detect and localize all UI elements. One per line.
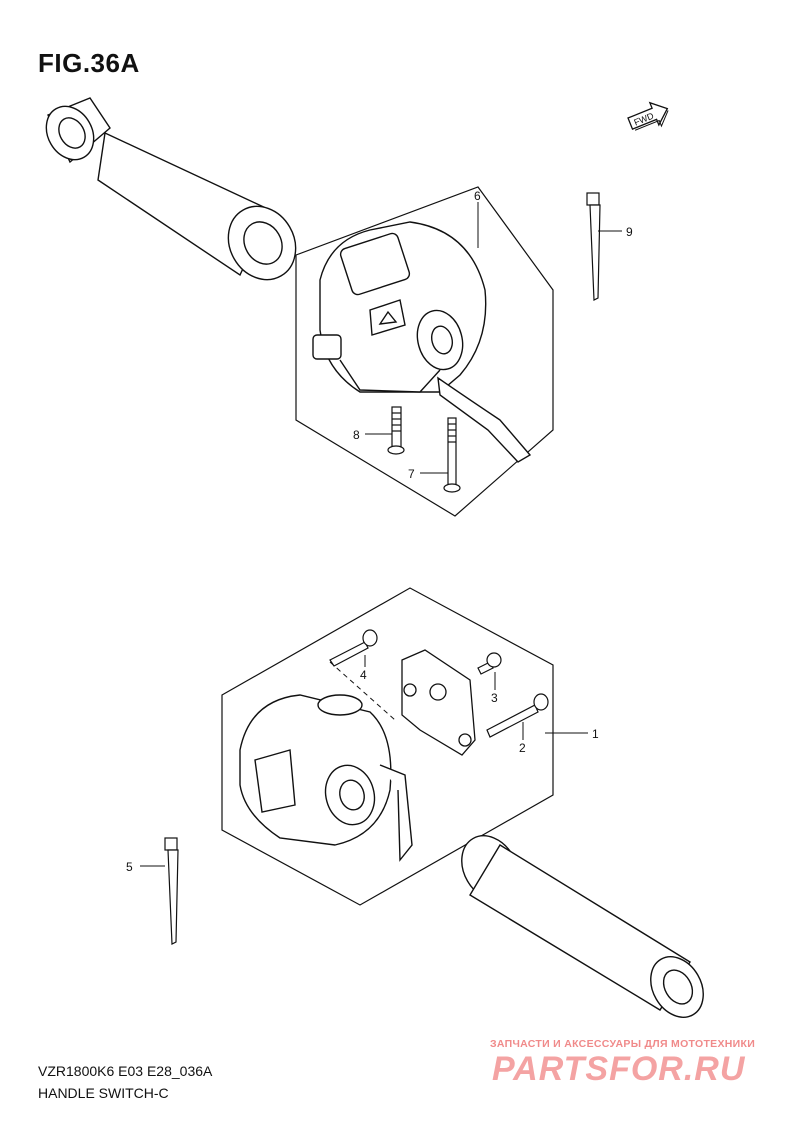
cable-tie-5 (164, 837, 179, 945)
callout-9: 9 (626, 225, 633, 239)
leader-lines (140, 202, 622, 867)
screw-3 (477, 652, 502, 675)
section-title: HANDLE SWITCH-C (38, 1085, 169, 1101)
screw-2 (486, 693, 549, 738)
cable-tie-9 (586, 192, 601, 301)
right-grip (461, 835, 704, 1018)
callout-7: 7 (408, 467, 415, 481)
clamp-bracket (401, 649, 476, 756)
screw-8 (387, 406, 405, 455)
screw-7 (443, 417, 461, 493)
watermark-brand: PARTSFOR.RU (492, 1050, 746, 1088)
upper-assembly-frame (295, 186, 554, 517)
callout-4: 4 (360, 668, 367, 682)
left-grip (45, 97, 297, 281)
model-code: VZR1800K6 E03 E28_036A (38, 1063, 213, 1079)
upper-switch-housing (312, 221, 532, 463)
callout-6: 6 (474, 189, 481, 203)
watermark-tagline: ЗАПЧАСТИ И АКСЕССУАРЫ ДЛЯ МОТОТЕХНИКИ (490, 1038, 756, 1050)
callout-8: 8 (353, 428, 360, 442)
screw-4 (329, 629, 378, 667)
callout-1: 1 (592, 727, 599, 741)
lower-switch-housing (239, 694, 413, 862)
callout-3: 3 (491, 691, 498, 705)
figure-title: FIG.36A (38, 48, 140, 78)
callout-2: 2 (519, 741, 526, 755)
lower-assembly-frame (221, 587, 554, 906)
fwd-arrow-icon: FWD (627, 101, 669, 131)
callout-5: 5 (126, 860, 133, 874)
